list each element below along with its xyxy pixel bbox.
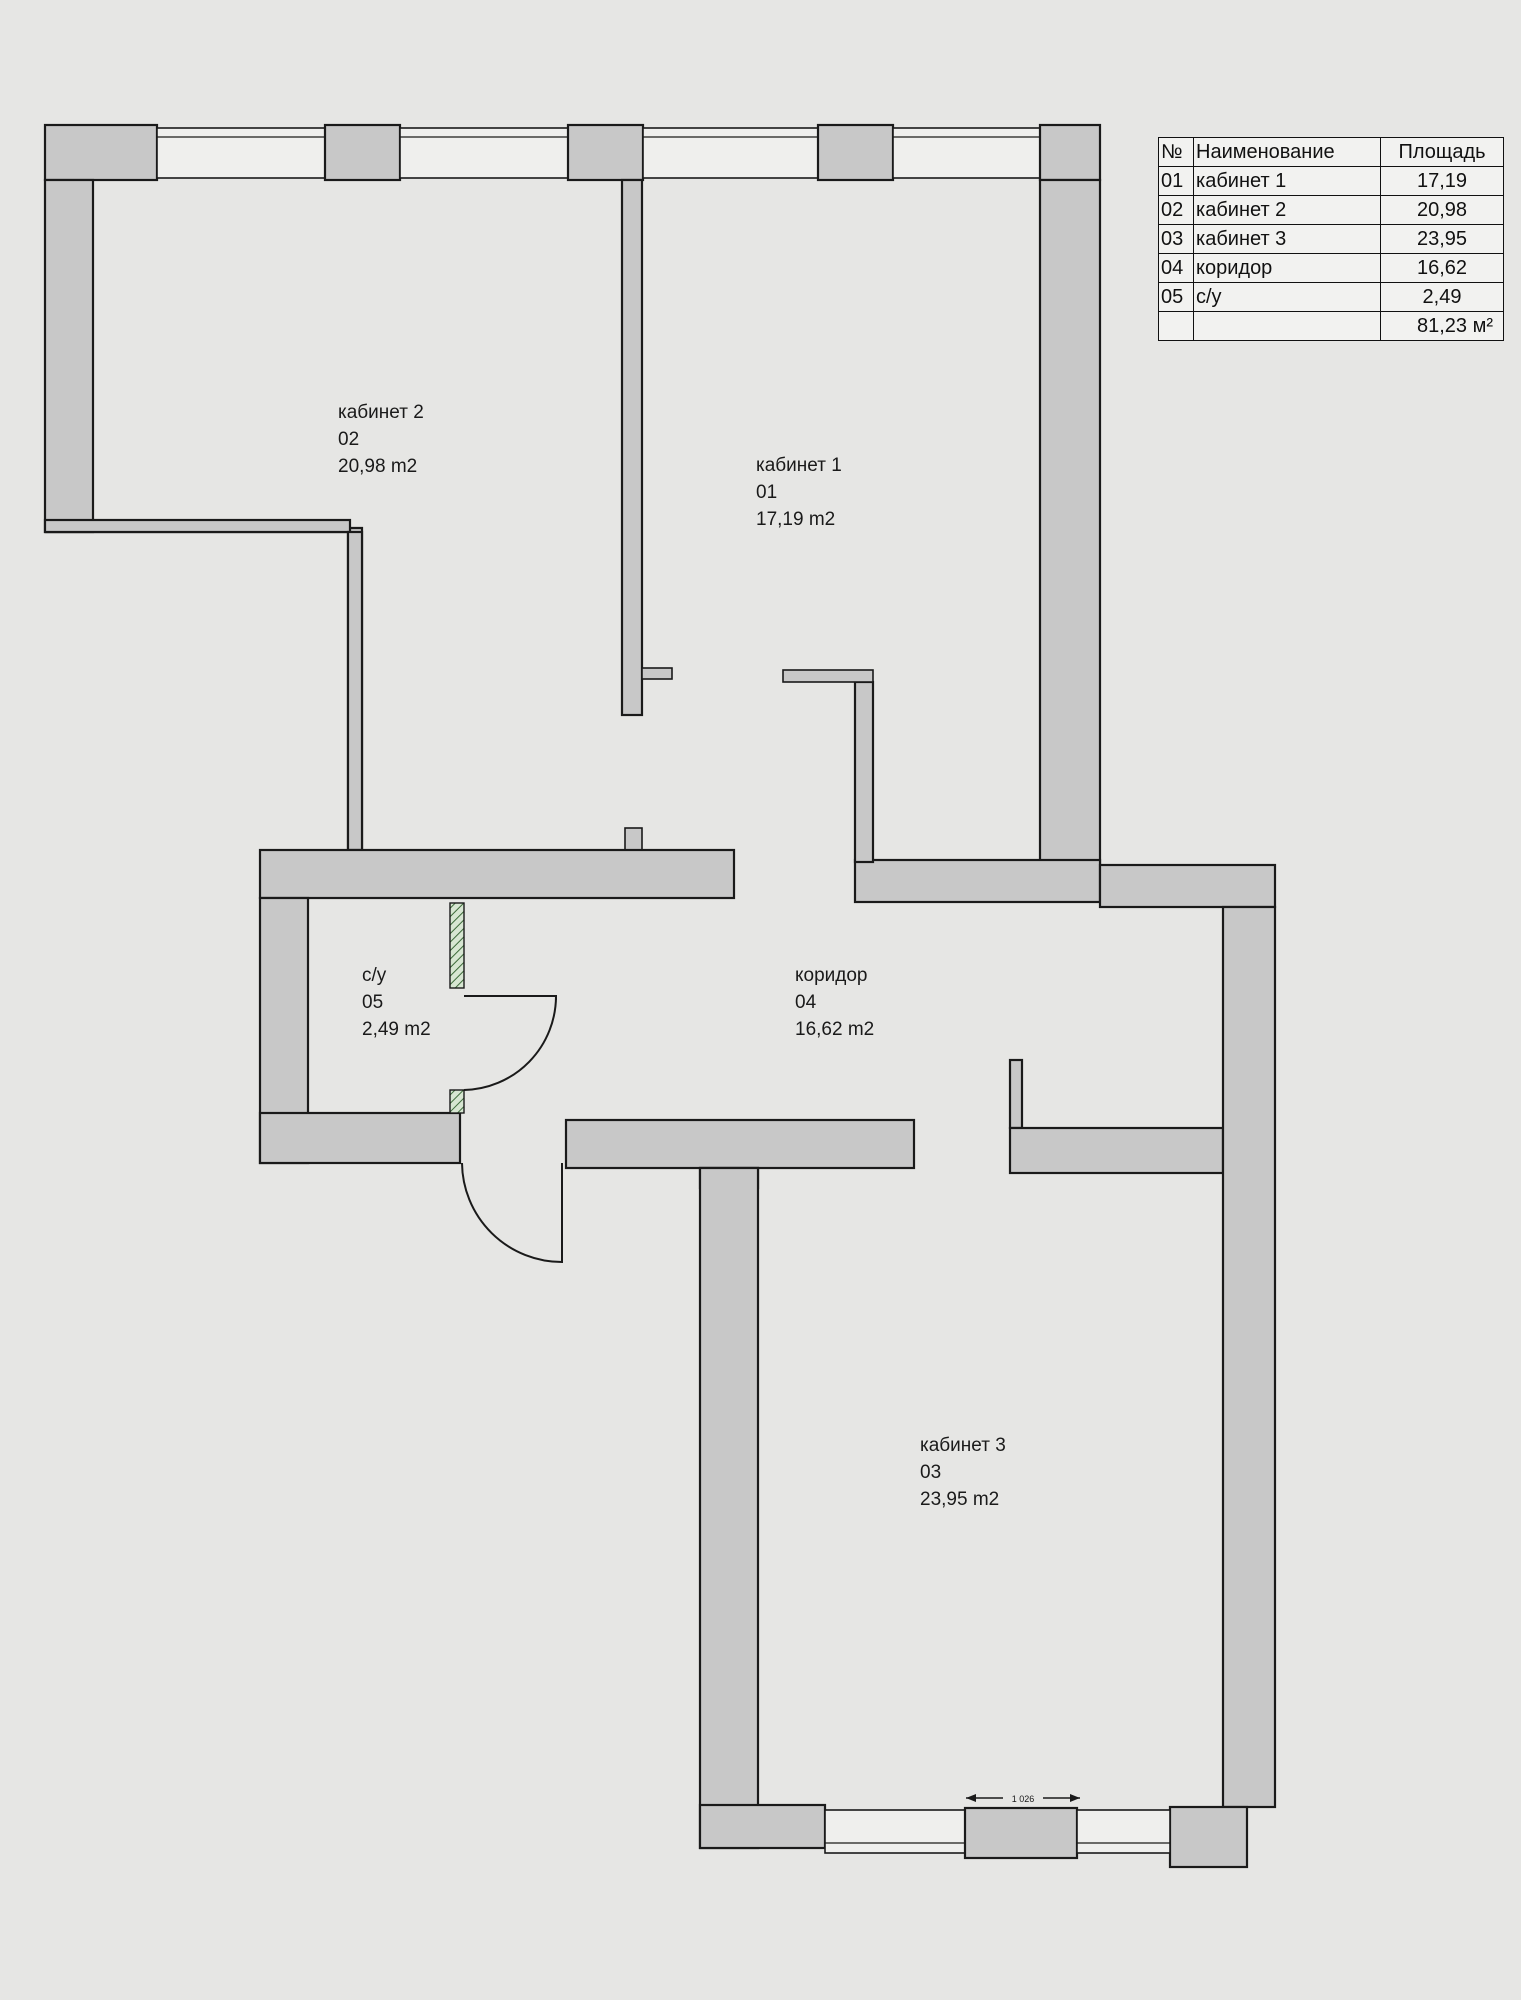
total-empty-cell	[1158, 311, 1194, 341]
table-row: 05 с/у 2,49	[1158, 282, 1504, 312]
row-name: кабинет 3	[1193, 224, 1381, 254]
header-area: Площадь	[1380, 137, 1504, 167]
room-label-cab2: кабинет 2 02 20,98 m2	[338, 402, 424, 477]
room-name: с/у	[362, 965, 387, 986]
right-wall	[1168, 905, 1277, 1869]
room-name: кабинет 1	[756, 455, 842, 476]
total-empty-cell	[1193, 311, 1381, 341]
row-area: 17,19	[1380, 166, 1504, 196]
room-label-cab1: кабинет 1 01 17,19 m2	[756, 455, 842, 530]
row-number: 03	[1158, 224, 1194, 254]
entrance-door	[461, 1162, 563, 1264]
row-number: 05	[1158, 282, 1194, 312]
table-row: 01 кабинет 1 17,19	[1158, 166, 1504, 196]
table-row: 02 кабинет 2 20,98	[1158, 195, 1504, 225]
table-row: 04 коридор 16,62	[1158, 253, 1504, 283]
corridor-top-wall	[258, 848, 1277, 909]
room-area: 23,95 m2	[920, 1489, 999, 1510]
row-area: 16,62	[1380, 253, 1504, 283]
room-label-cab3: кабинет 3 03 23,95 m2	[920, 1435, 1006, 1510]
table-row: 03 кабинет 3 23,95	[1158, 224, 1504, 254]
bottom-wall	[824, 1806, 1171, 1860]
total-area: 81,23 м²	[1380, 311, 1504, 341]
wc-walls	[258, 896, 465, 1165]
row-name: коридор	[1193, 253, 1381, 283]
row-name: с/у	[1193, 282, 1381, 312]
dimension-line: 1 026	[966, 1792, 1080, 1804]
room-label-wc: с/у 05 2,49 m2	[362, 965, 431, 1040]
row-number: 01	[1158, 166, 1194, 196]
room-number: 02	[338, 429, 359, 450]
row-area: 20,98	[1380, 195, 1504, 225]
row-area: 2,49	[1380, 282, 1504, 312]
room-name: коридор	[795, 965, 868, 986]
row-name: кабинет 2	[1193, 195, 1381, 225]
row-number: 04	[1158, 253, 1194, 283]
row-number: 02	[1158, 195, 1194, 225]
cab3-left-wall	[698, 1166, 827, 1850]
room-number: 04	[795, 992, 817, 1013]
dimension-label: 1 026	[1012, 1794, 1035, 1804]
top-wall	[43, 123, 1102, 182]
room-name: кабинет 2	[338, 402, 424, 423]
cab2-walls	[43, 178, 364, 852]
cab3-top-walls	[564, 1058, 1225, 1190]
room-number: 05	[362, 992, 383, 1013]
header-name: Наименование	[1193, 137, 1381, 167]
cab1-right-wall	[782, 178, 1102, 904]
row-area: 23,95	[1380, 224, 1504, 254]
room-area: 16,62 m2	[795, 1019, 874, 1040]
room-number: 01	[756, 482, 777, 503]
room-area: 17,19 m2	[756, 509, 835, 530]
area-table: № Наименование Площадь 01 кабинет 1 17,1…	[1158, 137, 1504, 341]
room-name: кабинет 3	[920, 1435, 1006, 1456]
room-label-corridor: коридор 04 16,62 m2	[795, 965, 874, 1040]
header-number: №	[1158, 137, 1194, 167]
wc-door	[463, 995, 558, 1091]
row-name: кабинет 1	[1193, 166, 1381, 196]
room-number: 03	[920, 1462, 941, 1483]
table-total-row: 81,23 м²	[1158, 311, 1504, 341]
table-header-row: № Наименование Площадь	[1158, 137, 1504, 167]
room-area: 2,49 m2	[362, 1019, 431, 1040]
central-wall	[620, 178, 673, 854]
room-area: 20,98 m2	[338, 456, 417, 477]
